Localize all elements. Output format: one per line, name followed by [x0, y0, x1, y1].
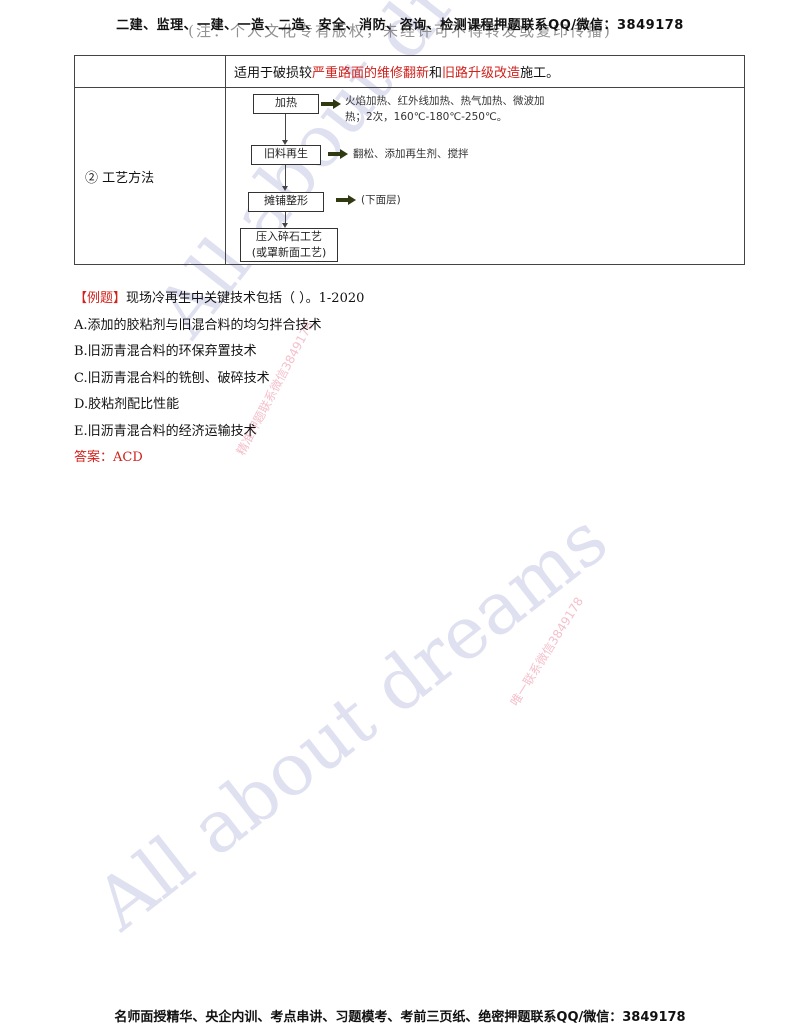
question-tag: 【例题】 [74, 291, 127, 306]
connector-3 [285, 212, 286, 223]
heat-note-line1: 火焰加热、红外线加热、热气加热、微波加 [345, 95, 545, 107]
step-heat: 加热 [253, 94, 319, 114]
step-regenerate: 旧料再生 [251, 145, 321, 165]
option-b: B.旧沥青混合料的环保弃置技术 [74, 344, 257, 359]
process-table: 适用于破损较严重路面的维修翻新和旧路升级改造施工。 ② 工艺方法 加热 旧料再生… [74, 55, 745, 265]
method-label: ② 工艺方法 [74, 87, 226, 265]
step-pave: 摊铺整形 [248, 192, 324, 212]
arrow-right-icon [321, 99, 341, 109]
heat-note: 火焰加热、红外线加热、热气加热、微波加 热；2次，160℃-180℃-250℃。 [345, 93, 545, 125]
connector-2 [285, 165, 286, 186]
question-text: 现场冷再生中关键技术包括（ ）。1-2020 [126, 291, 365, 306]
answer-label: 答案： [74, 450, 114, 465]
application-highlight-2: 旧路升级改造 [442, 66, 521, 81]
application-prefix: 适用于破损较 [234, 66, 313, 81]
page-footer: 名师面授精华、央企内训、考点串讲、习题模考、考前三页纸、绝密押题联系QQ/微信：… [114, 1010, 686, 1025]
application-suffix: 施工。 [520, 66, 560, 81]
flow-diagram: 加热 旧料再生 摊铺整形 压入碎石工艺 (或罩新面工艺) 火焰加热、红外线加热、… [227, 89, 743, 263]
option-a: A.添加的胶粘剂与旧混合料的均匀拌合技术 [74, 317, 322, 333]
application-highlight-1: 严重路面的维修翻新 [312, 66, 430, 81]
table-row: ② 工艺方法 加热 旧料再生 摊铺整形 压入碎石工艺 (或罩新面工艺) 火焰加热 [74, 87, 745, 265]
step-chip-seal-line1: 压入碎石工艺 [256, 230, 322, 243]
regen-note: 翻松、添加再生剂、搅拌 [353, 148, 469, 160]
heat-note-line2: 热；2次，160℃-180℃-250℃。 [345, 111, 508, 123]
answer-line: 答案：ACD [74, 446, 364, 473]
arrow-right-icon [336, 195, 356, 205]
application-cell: 适用于破损较严重路面的维修翻新和旧路升级改造施工。 [225, 55, 745, 88]
watermark-small-lower: 唯一联系微信3849178 [507, 594, 587, 709]
watermark-big-lower: All about dreams [80, 496, 623, 947]
empty-label-cell [74, 55, 226, 88]
option-d: D.胶粘剂配比性能 [74, 397, 180, 412]
pave-note: (下面层) [361, 194, 401, 206]
page-header: 二建、监理、一建、一造、二造、安全、消防、咨询、检测课程押题联系QQ/微信：38… [116, 18, 684, 33]
question-stem: 【例题】现场冷再生中关键技术包括（ ）。1-2020 [74, 287, 364, 314]
table-row: 适用于破损较严重路面的维修翻新和旧路升级改造施工。 [74, 55, 745, 88]
connector-1-head [282, 140, 288, 145]
connector-1 [285, 114, 286, 140]
example-question: 【例题】现场冷再生中关键技术包括（ ）。1-2020 A.添加的胶粘剂与旧混合料… [74, 287, 364, 473]
answer-value: ACD [113, 450, 143, 465]
arrow-right-icon [328, 149, 348, 159]
flow-diagram-cell: 加热 旧料再生 摊铺整形 压入碎石工艺 (或罩新面工艺) 火焰加热、红外线加热、… [225, 87, 745, 265]
option-e: E.旧沥青混合料的经济运输技术 [74, 423, 257, 439]
step-chip-seal: 压入碎石工艺 (或罩新面工艺) [240, 228, 338, 262]
header-overlay-notice: (注：个人文化专有版权，未经许可不得转发或复印传播) [188, 22, 612, 40]
option-c: C.旧沥青混合料的铣刨、破碎技术 [74, 370, 270, 386]
application-middle: 和 [429, 66, 443, 81]
connector-2-head [282, 186, 288, 191]
step-chip-seal-line2: (或罩新面工艺) [251, 246, 327, 259]
connector-3-head [282, 223, 288, 228]
